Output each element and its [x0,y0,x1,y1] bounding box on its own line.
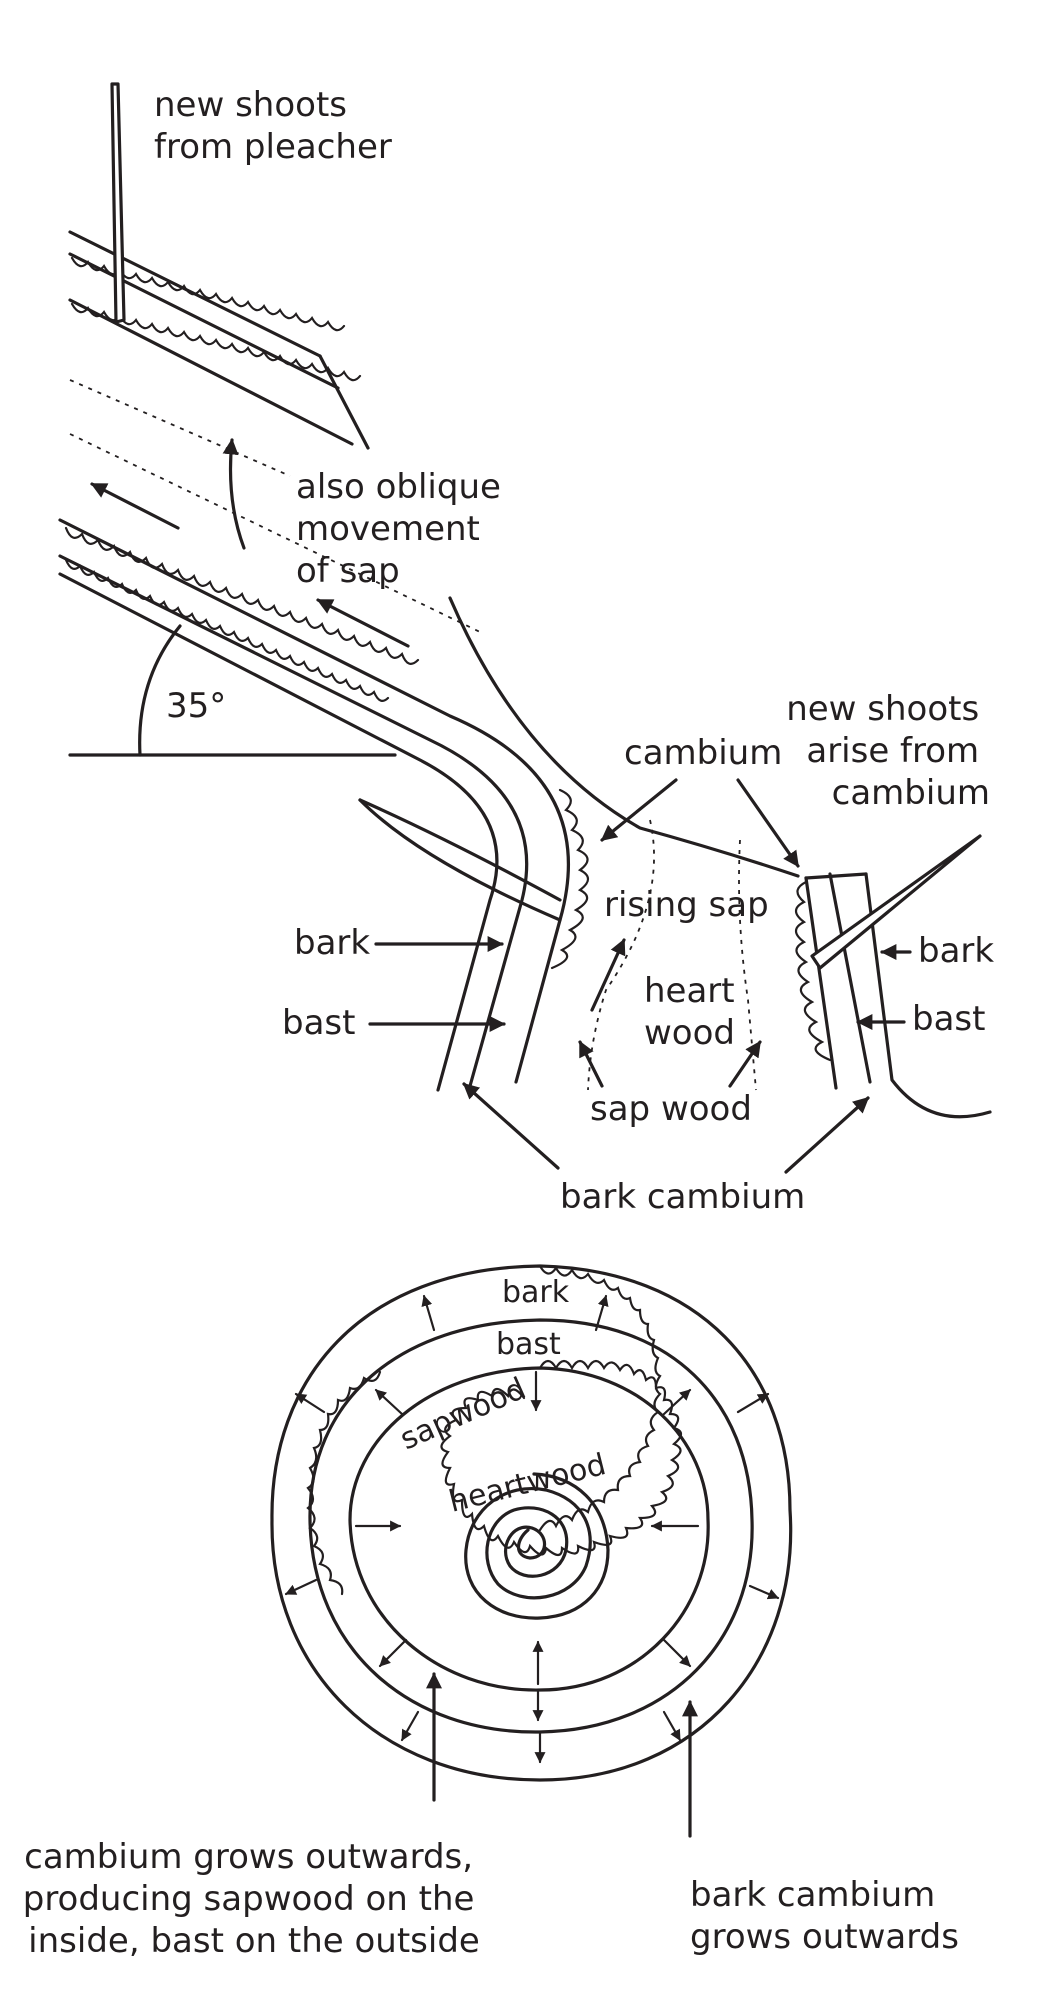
ring-label-bark: bark [502,1275,570,1310]
upper-stem-section [68,82,370,450]
label-bark-cambium-grows: bark cambium grows outwards [690,1875,959,1957]
oblique-sap-arrows [90,438,410,648]
label-new-shoots-from-pleacher: new shoots from pleacher [154,85,392,167]
label-oblique-sap: also oblique movement of sap [296,467,512,591]
label-cambium: cambium [624,733,782,773]
label-bark-left: bark [294,923,370,963]
rising-sap-arrows [578,938,762,1088]
stool-right [794,834,992,1119]
trunk-cross-section: bark bast sapwood heartwood [270,1264,793,1782]
label-cambium-grows: cambium grows outwards, producing sapwoo… [23,1837,486,1961]
pleacher-shoot [110,82,126,324]
label-bark-cambium: bark cambium [560,1177,805,1217]
angle-label: 35° [166,686,226,726]
label-bast-right: bast [912,999,985,1039]
new-shoot [810,834,982,970]
label-sap-wood: sap wood [590,1089,752,1129]
label-heart-wood: heart wood [644,971,745,1053]
label-rising-sap: rising sap [604,885,769,925]
label-bark-right: bark [918,931,994,971]
pleacher-stem [58,518,800,1092]
angle-indicator: 35° [68,624,397,757]
label-new-shoots-cambium: new shoots arise from cambium [786,689,990,813]
label-bast-left: bast [282,1003,355,1043]
ring-label-bast: bast [496,1327,561,1362]
bast-inner [348,1366,710,1692]
ring-label-sapwood: sapwood [395,1371,531,1457]
